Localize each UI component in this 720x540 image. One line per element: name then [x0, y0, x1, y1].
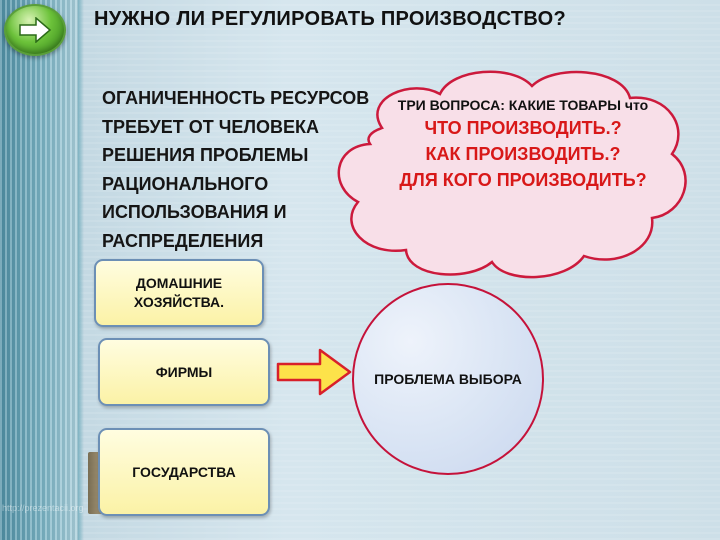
choice-problem-circle: ПРОБЛЕМА ВЫБОРА	[352, 283, 544, 475]
body-line: РАСПРЕДЕЛЕНИЯ	[102, 230, 264, 251]
left-decorative-strip	[0, 0, 78, 540]
question-for-whom: ДЛЯ КОГО ПРОИЗВОДИТЬ?	[399, 170, 647, 190]
cloud-content: ТРИ ВОПРОСА: КАКИЕ ТОВАРЫ что ЧТО ПРОИЗВ…	[382, 96, 664, 193]
body-line: ТРЕБУЕТ ОТ ЧЕЛОВЕКА	[102, 116, 319, 137]
body-line: РЕШЕНИЯ ПРОБЛЕМЫ	[102, 145, 309, 166]
watermark: http://prezentacii.org	[2, 503, 84, 513]
right-arrow-icon	[19, 17, 52, 43]
body-line: РАЦИОНАЛЬНОГО	[102, 173, 269, 194]
strip-edge	[78, 0, 84, 540]
body-line: ОГАНИЧЕННОСТЬ РЕСУРСОВ	[102, 88, 370, 108]
cloud-heading: ТРИ ВОПРОСА: КАКИЕ ТОВАРЫ что	[397, 97, 649, 113]
households-box: ДОМАШНИЕ ХОЗЯЙСТВА.	[94, 259, 264, 327]
body-text: ОГАНИЧЕННОСТЬ РЕСУРСОВ ТРЕБУЕТ ОТ ЧЕЛОВЕ…	[102, 84, 402, 256]
government-box: ГОСУДАРСТВА	[98, 428, 270, 516]
next-slide-button[interactable]	[4, 4, 66, 56]
question-how: КАК ПРОИЗВОДИТЬ.?	[425, 144, 621, 164]
firms-box: ФИРМЫ	[98, 338, 270, 406]
arrow-right-icon	[276, 348, 352, 396]
thought-cloud-shape	[337, 70, 687, 279]
body-line: ИСПОЛЬЗОВАНИЯ И	[102, 202, 287, 223]
question-what: ЧТО ПРОИЗВОДИТЬ.?	[424, 118, 622, 138]
slide-title: НУЖНО ЛИ РЕГУЛИРОВАТЬ ПРОИЗВОДСТВО?	[94, 8, 567, 30]
